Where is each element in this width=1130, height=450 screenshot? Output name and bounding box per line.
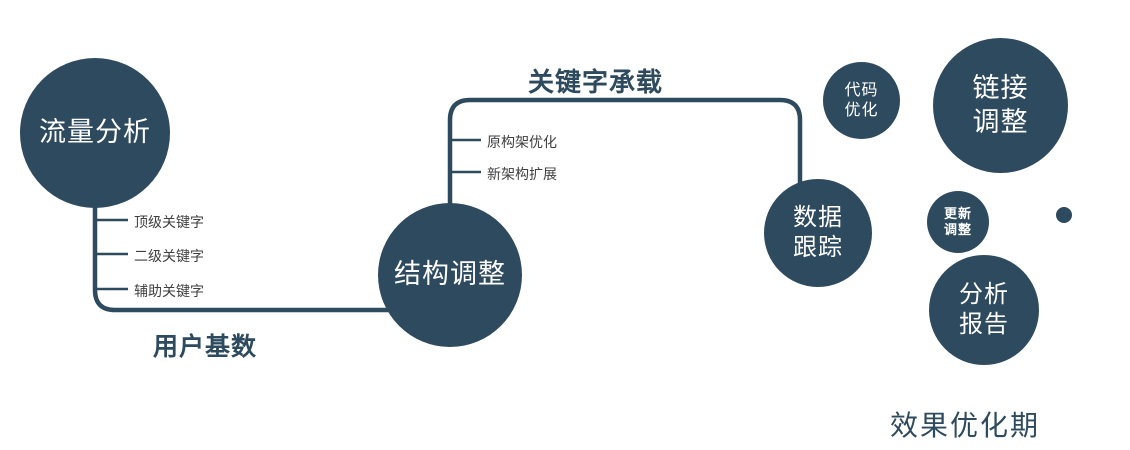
node-link-adjust-label: 链接 调整 <box>972 72 1029 137</box>
node-code-optimize: 代码 优化 <box>823 62 900 139</box>
dot-marker <box>1056 207 1072 223</box>
branch-label-top-keyword: 顶级关键字 <box>134 214 204 230</box>
node-update-adjust: 更新 调整 <box>927 191 989 253</box>
branch-label-arch-optimize: 原构架优化 <box>487 134 557 150</box>
edge-structure-to-tracking <box>447 97 803 262</box>
node-update-adjust-label: 更新 调整 <box>943 205 972 237</box>
node-data-tracking: 数据 跟踪 <box>764 179 872 287</box>
branch-label-second-keyword: 二级关键字 <box>134 248 204 264</box>
branch-label-arch-expand: 新架构扩展 <box>487 166 557 182</box>
node-traffic-analysis: 流量分析 <box>20 58 170 208</box>
node-link-adjust: 链接 调整 <box>933 38 1068 173</box>
node-structure-adjust-label: 结构调整 <box>394 259 506 290</box>
node-structure-adjust: 结构调整 <box>378 203 522 347</box>
footer-phase-label: 效果优化期 <box>890 410 1041 441</box>
node-data-tracking-label: 数据 跟踪 <box>793 204 843 261</box>
edge-label-keyword-carry: 关键字承载 <box>528 67 664 97</box>
node-code-optimize-label: 代码 优化 <box>844 81 879 119</box>
edge-label-user-base: 用户基数 <box>153 333 258 361</box>
node-analysis-report: 分析 报告 <box>929 255 1039 365</box>
node-analysis-report-label: 分析 报告 <box>959 281 1009 338</box>
branch-label-aux-keyword: 辅助关键字 <box>134 283 204 299</box>
node-traffic-analysis-label: 流量分析 <box>39 117 151 148</box>
